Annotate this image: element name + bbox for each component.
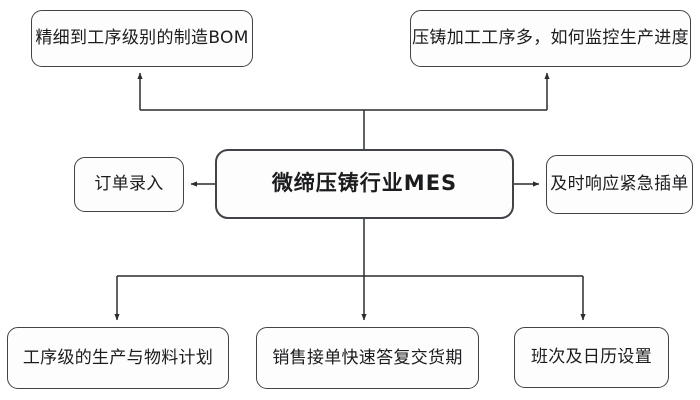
node-sales-delivery-reply-label: 销售接单快速答复交货期 [272,347,463,368]
node-center-mes-label: 微缔压铸行业MES [271,171,458,196]
node-urgent-order[interactable]: 及时响应紧急插单 [546,155,693,214]
node-order-entry[interactable]: 订单录入 [74,157,184,212]
node-center-mes[interactable]: 微缔压铸行业MES [215,149,514,219]
node-shift-calendar-label: 班次及日历设置 [530,347,653,368]
node-sales-delivery-reply[interactable]: 销售接单快速答复交货期 [256,327,479,389]
node-production-progress[interactable]: 压铸加工工序多，如何监控生产进度 [410,10,691,67]
node-production-material-plan[interactable]: 工序级的生产与物料计划 [7,327,229,389]
node-urgent-order-label: 及时响应紧急插单 [550,174,689,195]
node-order-entry-label: 订单录入 [94,174,164,195]
connector-center-to-bottom [114,219,586,321]
node-bom[interactable]: 精细到工序级别的制造BOM [31,10,253,67]
node-bom-label: 精细到工序级别的制造BOM [35,28,249,49]
node-shift-calendar[interactable]: 班次及日历设置 [514,327,669,388]
node-production-material-plan-label: 工序级的生产与物料计划 [22,347,214,368]
node-production-progress-label: 压铸加工工序多，如何监控生产进度 [412,28,689,49]
connector-center-to-top [137,72,550,149]
